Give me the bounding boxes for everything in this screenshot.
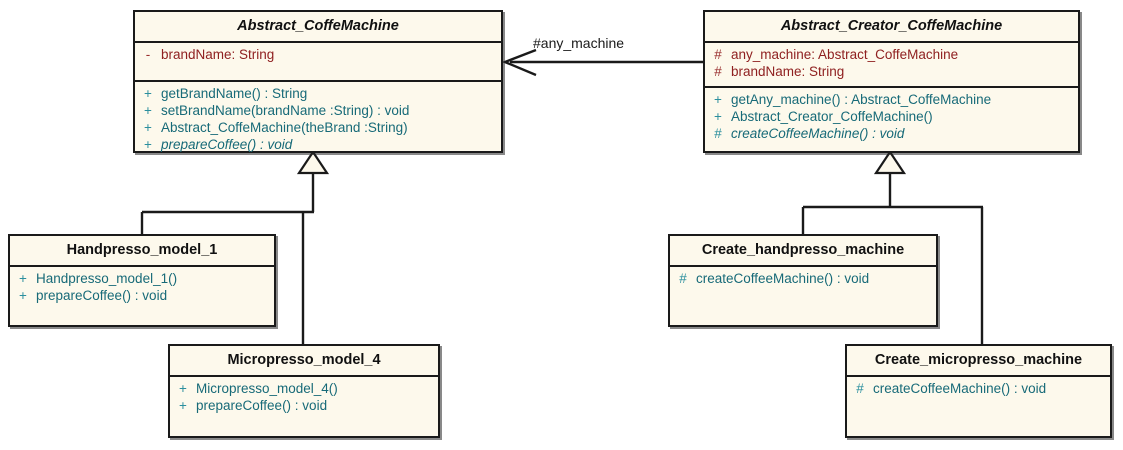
- operations-compartment: # createCoffeeMachine() : void: [847, 374, 1110, 400]
- operation-label: Micropresso_model_4(): [196, 380, 338, 396]
- class-box-micropresso-model-4[interactable]: Micropresso_model_4 + Micropresso_model_…: [168, 344, 440, 438]
- visibility-marker: #: [714, 46, 722, 62]
- operation-label: createCoffeeMachine() : void: [873, 380, 1047, 396]
- operation-label: createCoffeeMachine() : void: [696, 270, 870, 286]
- class-title: Create_micropresso_machine: [874, 352, 1083, 368]
- visibility-marker: +: [144, 102, 152, 118]
- visibility-marker: #: [714, 125, 722, 141]
- attribute-row: # any_machine: Abstract_CoffeMachine: [705, 46, 1078, 63]
- class-title: Create_handpresso_machine: [701, 242, 905, 258]
- operation-label: prepareCoffee() : void: [196, 397, 328, 413]
- visibility-marker: +: [144, 119, 152, 135]
- operations-compartment: + getAny_machine() : Abstract_CoffeMachi…: [705, 85, 1078, 145]
- visibility-marker: +: [144, 136, 152, 152]
- class-box-create-handpresso-machine[interactable]: Create_handpresso_machine # createCoffee…: [668, 234, 938, 327]
- class-box-abstract-creator-coffemachine[interactable]: Abstract_Creator_CoffeMachine # any_mach…: [703, 10, 1080, 153]
- class-box-abstract-coffemachine[interactable]: Abstract_CoffeMachine - brandName: Strin…: [133, 10, 503, 153]
- visibility-marker: +: [714, 108, 722, 124]
- visibility-marker: #: [714, 63, 722, 79]
- visibility-marker: -: [145, 46, 151, 62]
- visibility-marker: +: [19, 270, 27, 286]
- class-title: Abstract_Creator_CoffeMachine: [780, 18, 1003, 34]
- visibility-marker: +: [144, 85, 152, 101]
- visibility-marker: #: [679, 270, 687, 286]
- operation-label: Abstract_Creator_CoffeMachine(): [731, 108, 933, 124]
- operation-row: + getBrandName() : String: [135, 85, 501, 102]
- operation-row: + Micropresso_model_4(): [170, 380, 438, 397]
- visibility-marker: +: [179, 397, 187, 413]
- association-any-machine: [501, 48, 703, 77]
- operation-label: setBrandName(brandName :String) : void: [161, 102, 410, 118]
- inheritance-triangle-right: [873, 150, 907, 175]
- operations-compartment: + Micropresso_model_4() + prepareCoffee(…: [170, 374, 438, 417]
- operation-row: + Handpresso_model_1(): [10, 270, 274, 287]
- attribute-label: brandName: String: [161, 46, 275, 62]
- operation-label: createCoffeeMachine() : void: [731, 125, 905, 141]
- attributes-compartment: - brandName: String: [135, 40, 501, 80]
- operation-label: getBrandName() : String: [161, 85, 308, 101]
- operation-row: + prepareCoffee() : void: [135, 136, 501, 153]
- operations-compartment: + getBrandName() : String + setBrandName…: [135, 79, 501, 156]
- attribute-row: # brandName: String: [705, 63, 1078, 80]
- operation-row: + getAny_machine() : Abstract_CoffeMachi…: [705, 91, 1078, 108]
- operations-compartment: # createCoffeeMachine() : void: [670, 264, 936, 290]
- attribute-row: - brandName: String: [135, 46, 501, 63]
- operation-row: + prepareCoffee() : void: [170, 397, 438, 414]
- association-label-any-machine: #any_machine: [533, 35, 625, 51]
- attributes-compartment: # any_machine: Abstract_CoffeMachine # b…: [705, 40, 1078, 86]
- operation-row: + setBrandName(brandName :String) : void: [135, 102, 501, 119]
- class-title: Abstract_CoffeMachine: [237, 18, 399, 34]
- class-box-handpresso-model-1[interactable]: Handpresso_model_1 + Handpresso_model_1(…: [8, 234, 276, 327]
- visibility-marker: +: [179, 380, 187, 396]
- operation-row: + prepareCoffee() : void: [10, 287, 274, 304]
- operation-label: getAny_machine() : Abstract_CoffeMachine: [731, 91, 992, 107]
- class-title: Handpresso_model_1: [66, 242, 218, 258]
- operation-row: + Abstract_CoffeMachine(theBrand :String…: [135, 119, 501, 136]
- operation-label: Handpresso_model_1(): [36, 270, 178, 286]
- attribute-label: brandName: String: [731, 63, 845, 79]
- attribute-label: any_machine: Abstract_CoffeMachine: [731, 46, 959, 62]
- class-title: Micropresso_model_4: [227, 352, 381, 368]
- operation-row: # createCoffeeMachine() : void: [705, 125, 1078, 142]
- visibility-marker: #: [856, 380, 864, 396]
- visibility-marker: +: [714, 91, 722, 107]
- operation-label: Abstract_CoffeMachine(theBrand :String): [161, 119, 408, 135]
- operation-row: + Abstract_Creator_CoffeMachine(): [705, 108, 1078, 125]
- class-box-create-micropresso-machine[interactable]: Create_micropresso_machine # createCoffe…: [845, 344, 1112, 438]
- visibility-marker: +: [19, 287, 27, 303]
- operation-label: prepareCoffee() : void: [36, 287, 168, 303]
- operation-label: prepareCoffee() : void: [161, 136, 293, 152]
- operations-compartment: + Handpresso_model_1() + prepareCoffee()…: [10, 264, 274, 307]
- operation-row: # createCoffeeMachine() : void: [670, 270, 936, 287]
- operation-row: # createCoffeeMachine() : void: [847, 380, 1110, 397]
